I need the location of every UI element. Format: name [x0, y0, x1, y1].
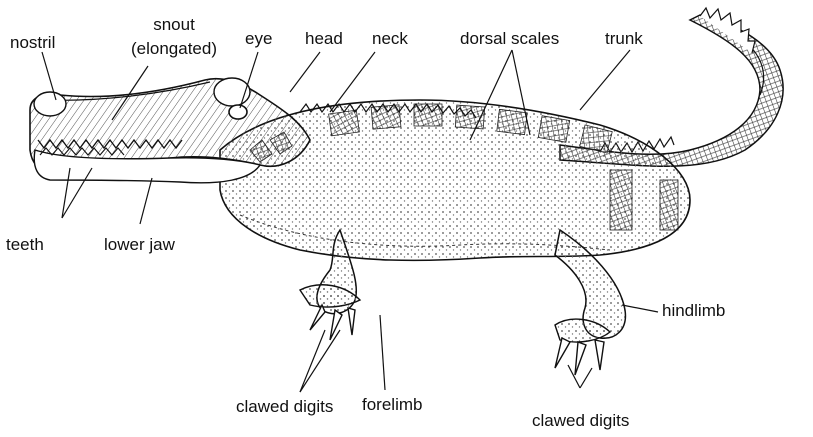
label-clawed-digits-hind: clawed digits: [532, 412, 629, 431]
label-eye: eye: [245, 30, 272, 49]
label-head: head: [305, 30, 343, 49]
label-forelimb: forelimb: [362, 396, 422, 415]
label-snout-note: (elongated): [124, 40, 224, 59]
label-trunk: trunk: [605, 30, 643, 49]
label-neck: neck: [372, 30, 408, 49]
label-clawed-digits-fore: clawed digits: [236, 398, 333, 417]
label-lower-jaw: lower jaw: [104, 236, 175, 255]
label-dorsal-scales: dorsal scales: [460, 30, 559, 49]
label-nostril: nostril: [10, 34, 55, 53]
label-teeth: teeth: [6, 236, 44, 255]
label-hindlimb: hindlimb: [662, 302, 725, 321]
label-snout: snout: [124, 16, 224, 35]
